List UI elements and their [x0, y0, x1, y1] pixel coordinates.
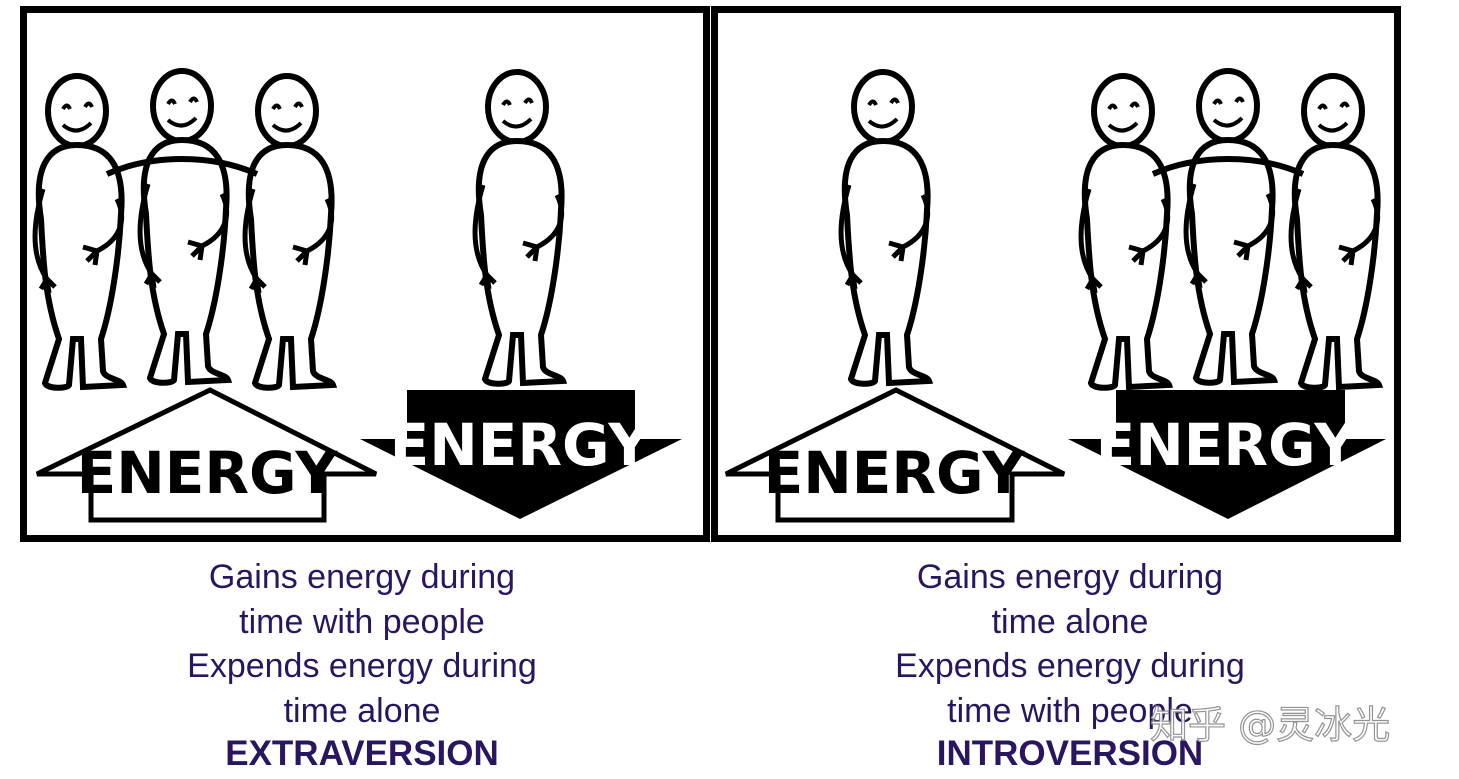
- group-of-people-figure: [35, 71, 333, 388]
- caption-line: time with people: [947, 691, 1193, 730]
- zhihu-watermark: 知乎 @灵冰光: [1149, 702, 1391, 747]
- energy-down-label: ENERGY: [1096, 411, 1358, 479]
- introversion-panel: ENERGY ENERGY: [711, 6, 1401, 542]
- extraversion-caption: Gains energy during time with people Exp…: [82, 555, 642, 775]
- energy-up-arrow: ENERGY: [724, 387, 1066, 523]
- caption-line: Expends energy during: [187, 647, 537, 685]
- caption-line: Expends energy during: [895, 647, 1245, 685]
- energy-up-label: ENERGY: [77, 439, 339, 507]
- lone-person-figure: [841, 72, 929, 384]
- energy-up-label: ENERGY: [764, 439, 1026, 507]
- extraversion-panel: ENERGY ENERGY: [20, 6, 710, 542]
- caption-line: Gains energy during: [208, 558, 516, 596]
- caption-line: time alone: [991, 602, 1149, 641]
- extraversion-illustration: ENERGY ENERGY: [27, 13, 682, 523]
- lone-person-figure: [475, 72, 563, 384]
- group-of-people-figure: [1081, 71, 1379, 388]
- introversion-illustration: ENERGY ENERGY: [724, 13, 1386, 523]
- energy-down-arrow: ENERGY: [1068, 390, 1386, 519]
- energy-up-arrow: ENERGY: [35, 387, 378, 523]
- caption-line: Gains energy during: [916, 558, 1224, 596]
- introversion-title: INTROVERSION: [936, 734, 1204, 773]
- caption-line: time alone: [283, 691, 441, 730]
- energy-down-arrow: ENERGY: [360, 390, 682, 519]
- energy-down-label: ENERGY: [390, 411, 652, 479]
- extraversion-title: EXTRAVERSION: [225, 734, 499, 773]
- introversion-caption: Gains energy during time alone Expends e…: [790, 555, 1350, 775]
- caption-line: time with people: [239, 602, 485, 641]
